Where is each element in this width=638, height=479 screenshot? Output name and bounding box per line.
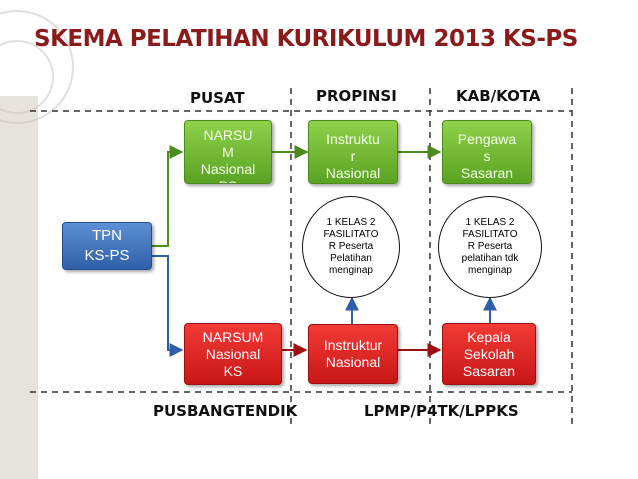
box-tpn-ks-ps[interactable]: TPN KS-PS <box>62 222 152 270</box>
box-kepala-sekolah-sasaran[interactable]: Kepala Sekolah Sasaran <box>442 323 536 385</box>
box-pengawas-sasaran[interactable]: Pengawa s Sasaran <box>442 120 532 184</box>
ellipse-kelas-menginap: 1 KELAS 2 FASILITATO R Peserta Pelatihan… <box>302 196 400 298</box>
box-narsum-nasional-ks[interactable]: NARSUM Nasional KS <box>184 323 282 385</box>
header-pusbangtendik: PUSBANGTENDIK <box>153 402 298 420</box>
header-pusat: PUSAT <box>190 89 245 107</box>
box-tpn-label: TPN KS-PS <box>84 227 130 264</box>
ellipse-right-text: 1 KELAS 2 FASILITATO R Peserta pelatihan… <box>461 217 519 276</box>
box-narsum-ks-label: NARSUM Nasional KS <box>202 328 264 379</box>
box-instruktur-nasional-ks[interactable]: Instruktur Nasional <box>308 324 398 384</box>
connector-tpn-to-narsum-ks <box>152 255 184 357</box>
header-propinsi: PROPINSI <box>316 87 397 105</box>
box-instruktur-ps-label: Instruktu r Nasional <box>325 130 381 181</box>
box-kepala-label: Kepala Sekolah Sasaran <box>462 328 516 379</box>
box-instruktur-ks-label: Instruktur Nasional <box>323 337 383 370</box>
connector-tpn-to-narsum-ps <box>152 145 184 247</box>
box-pengawas-label: Pengawa s Sasaran <box>457 130 517 181</box>
box-narsum-ps-label: NARSU M Nasional PS <box>200 127 256 183</box>
header-kabkota: KAB/KOTA <box>456 87 541 105</box>
header-lpmp: LPMP/P4TK/LPPKS <box>364 402 519 420</box>
box-narsum-nasional-ps[interactable]: NARSU M Nasional PS <box>184 120 272 184</box>
slide-title: SKEMA PELATIHAN KURIKULUM 2013 KS-PS <box>34 26 578 52</box>
box-instruktur-nasional-ps[interactable]: Instruktu r Nasional <box>308 120 398 184</box>
ellipse-kelas-tidak-menginap: 1 KELAS 2 FASILITATO R Peserta pelatihan… <box>438 196 542 298</box>
decorative-side-band <box>0 96 38 479</box>
ellipse-left-text: 1 KELAS 2 FASILITATO R Peserta Pelatihan… <box>323 217 379 276</box>
